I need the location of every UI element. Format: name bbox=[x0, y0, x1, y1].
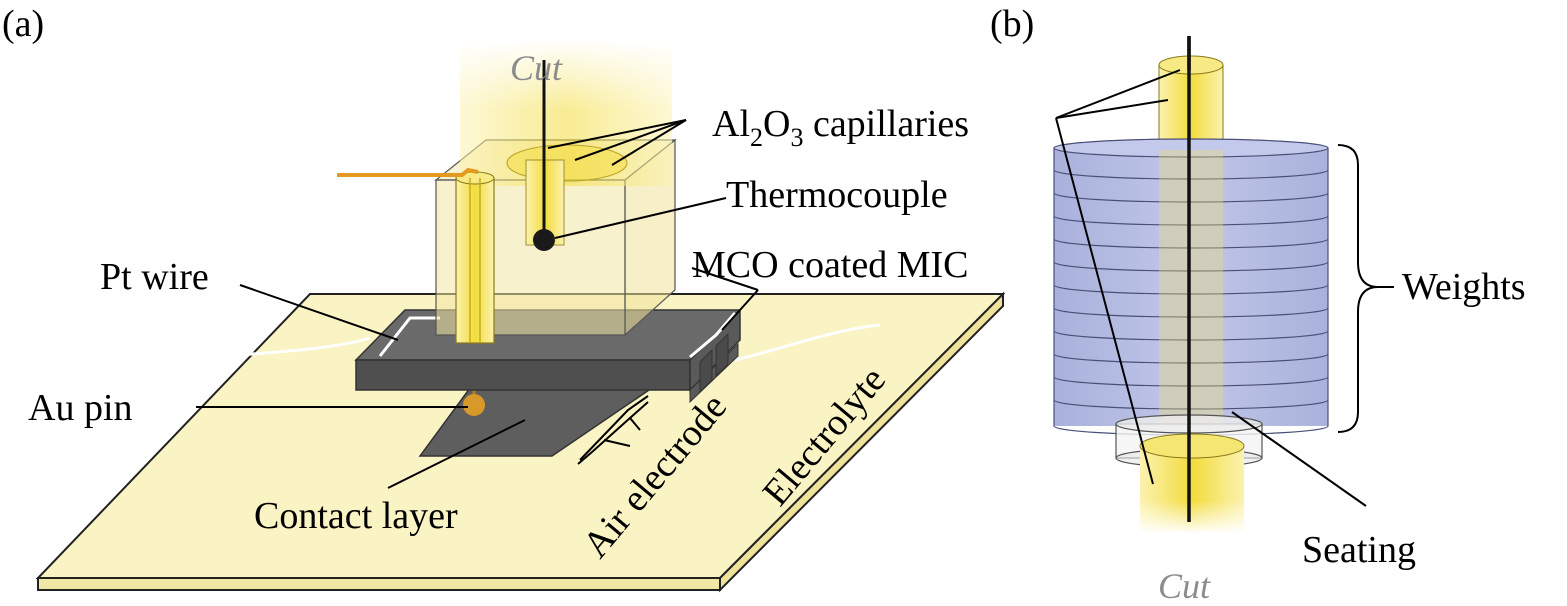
weights-stack bbox=[1053, 138, 1329, 436]
pt-wire-loop-right bbox=[689, 312, 737, 359]
pt-wire-left-faint bbox=[227, 336, 371, 358]
panel-a: (a) bbox=[2, 3, 1006, 593]
panel-b-leader-lines bbox=[1055, 69, 1394, 507]
pt-wire-capillary bbox=[455, 177, 495, 344]
pt-wire-loop-left bbox=[378, 316, 440, 357]
mco-coated-mic-label: MCO coated MIC bbox=[692, 244, 969, 286]
pt-wire-orange bbox=[337, 167, 479, 177]
capillaries-label: Al2O3 capillaries bbox=[712, 103, 969, 152]
au-pin-dot bbox=[463, 394, 485, 416]
panel-b: (b) bbox=[990, 3, 1526, 606]
panel-a-cut-label: Cut bbox=[510, 48, 563, 88]
panel-a-leader-lines bbox=[196, 119, 759, 489]
panel-a-label: (a) bbox=[2, 3, 44, 45]
panel-b-cut-label: Cut bbox=[1158, 566, 1211, 606]
thermocouple-label: Thermocouple bbox=[726, 174, 948, 216]
au-pin-label: Au pin bbox=[28, 387, 133, 429]
panel-b-label: (b) bbox=[990, 3, 1034, 45]
weights-brace bbox=[1337, 144, 1379, 433]
pt-wire-label: Pt wire bbox=[100, 256, 209, 298]
weights-label: Weights bbox=[1402, 266, 1526, 308]
air-electrode-bracket bbox=[577, 401, 649, 465]
pt-wire-right-faint bbox=[734, 323, 881, 362]
thermocouple-tip bbox=[533, 229, 555, 251]
seating-label: Seating bbox=[1302, 529, 1416, 571]
contact-layer-label: Contact layer bbox=[254, 495, 458, 537]
